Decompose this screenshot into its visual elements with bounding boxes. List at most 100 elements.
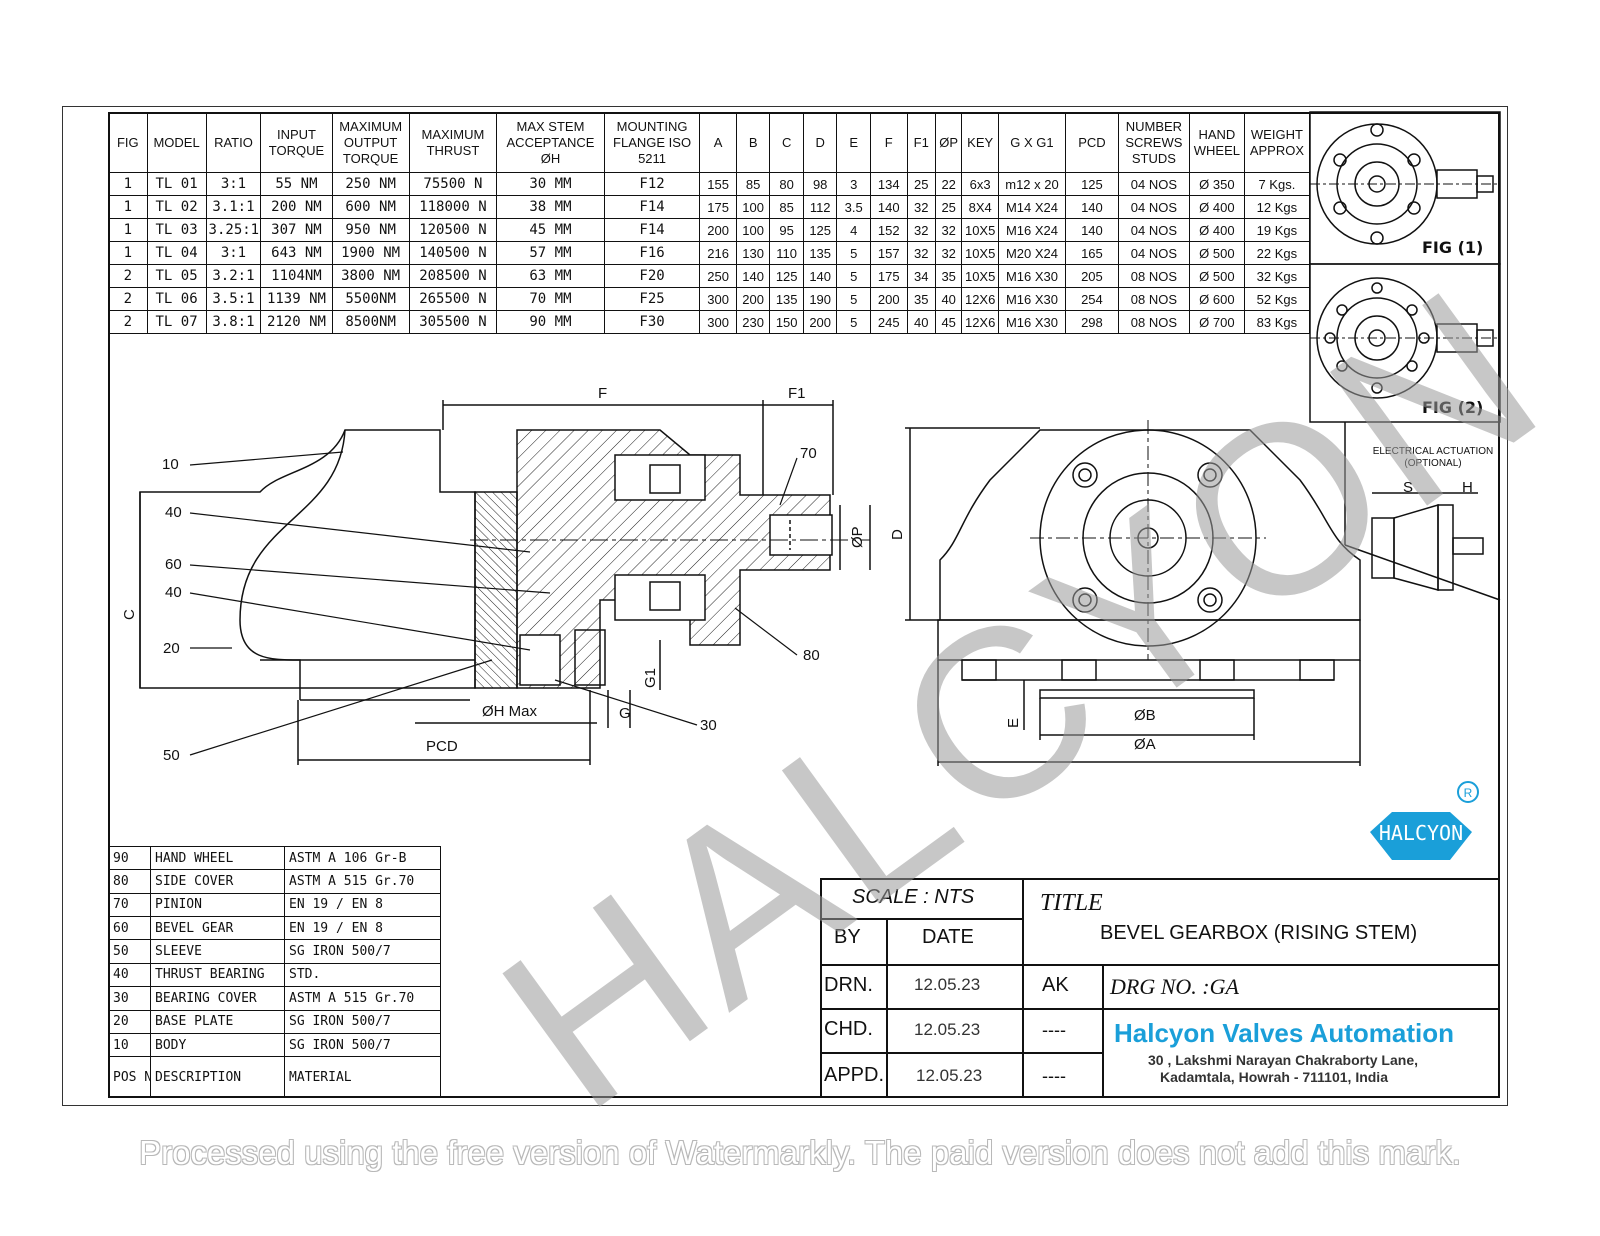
table-cell: 307 NM: [260, 218, 333, 242]
chd-date: 12.05.23: [914, 1020, 981, 1039]
table-cell: 45: [934, 310, 963, 334]
bom-cell: 90: [108, 845, 151, 871]
bom-cell: STD.: [284, 962, 441, 988]
callout-40b: 40: [165, 584, 182, 601]
dim-h-label: H: [1462, 479, 1473, 496]
scale-label: SCALE : NTS: [852, 886, 975, 908]
spec-header-cell: F1: [906, 112, 936, 173]
table-cell: 140: [869, 195, 908, 219]
drn-by: AK: [1042, 974, 1069, 996]
table-cell: 32: [906, 195, 936, 219]
table-cell: 1900 NM: [331, 241, 410, 265]
dim-e-label: E: [1005, 718, 1022, 728]
dim-hmax-label: ØH Max: [482, 703, 538, 720]
dim-f-label: F: [598, 385, 607, 402]
spec-header-cell: NUMBER SCREWS STUDS: [1117, 112, 1190, 173]
bom-cell: PINION: [150, 892, 285, 918]
logo-text: HALCYON: [1379, 821, 1463, 845]
table-cell: 265500 N: [408, 287, 498, 311]
dim-d-label: D: [889, 529, 906, 540]
table-cell: 3.8:1: [205, 310, 262, 334]
bom-cell: MATERIAL: [284, 1056, 441, 1098]
bom-cell: BEVEL GEAR: [150, 916, 285, 941]
spec-header-cell: ØP: [934, 112, 963, 173]
spec-header-cell: MAX STEM ACCEPTANCE ØH: [496, 112, 605, 173]
table-cell: TL 05: [146, 264, 207, 288]
table-cell: 10X5: [961, 218, 999, 242]
table-cell: 157: [869, 241, 908, 265]
callout-10: 10: [162, 456, 179, 473]
spec-header-cell: D: [802, 112, 838, 173]
fig2-drawing: [1310, 277, 1500, 399]
title-block: SCALE : NTS TITLE BEVEL GEARBOX (RISING …: [820, 878, 1500, 1098]
table-cell: 254: [1065, 287, 1119, 311]
spec-header-cell: RATIO: [205, 112, 262, 173]
table-cell: 08 NOS: [1117, 287, 1190, 311]
table-cell: 135: [802, 241, 838, 265]
table-cell: 5: [836, 287, 871, 311]
table-cell: 100: [735, 218, 771, 242]
bom-cell: POS NO: [108, 1056, 151, 1098]
table-cell: 98: [802, 172, 838, 196]
table-cell: 22: [934, 172, 963, 196]
table-cell: 08 NOS: [1117, 264, 1190, 288]
table-cell: 2: [108, 264, 148, 288]
bom-cell: DESCRIPTION: [150, 1056, 285, 1098]
spec-header-cell: WEIGHT APPROX: [1243, 112, 1311, 173]
bom-cell: SG IRON 500/7: [284, 1009, 441, 1034]
table-cell: 85: [735, 172, 771, 196]
bom-cell: ASTM A 515 Gr.70: [284, 986, 441, 1011]
dim-a-label: ØA: [1134, 736, 1156, 753]
table-cell: M16 X30: [997, 287, 1067, 311]
table-cell: 300: [699, 287, 737, 311]
table-cell: 3.5: [836, 195, 871, 219]
electrical-actuation-drawing: [1344, 492, 1501, 601]
address-line-2: Kadamtala, Howrah - 711101, India: [1160, 1069, 1388, 1085]
table-cell: 10X5: [961, 264, 999, 288]
bom-cell: BODY: [150, 1032, 285, 1058]
table-cell: F14: [603, 195, 701, 219]
table-cell: 83 Kgs: [1243, 310, 1311, 334]
table-cell: 40: [906, 310, 936, 334]
footer-watermark: Processed using the free version of Wate…: [139, 1134, 1461, 1171]
bom-cell: 10: [108, 1032, 151, 1058]
dim-g1-label: G1: [642, 668, 659, 688]
table-cell: 3800 NM: [331, 264, 410, 288]
table-cell: M14 X24: [997, 195, 1067, 219]
table-cell: Ø 500: [1188, 264, 1245, 288]
table-cell: 110: [769, 241, 804, 265]
halcyon-logo: HALCYON R: [1370, 781, 1479, 860]
table-cell: 70 MM: [496, 287, 605, 311]
table-cell: 245: [869, 310, 908, 334]
table-cell: 90 MM: [496, 310, 605, 334]
table-cell: 40: [934, 287, 963, 311]
title-label: TITLE: [1040, 890, 1103, 916]
spec-header-cell: PCD: [1065, 112, 1119, 173]
dim-b-label: ØB: [1134, 707, 1156, 724]
by-header: BY: [834, 926, 861, 948]
company-name: Halcyon Valves Automation: [1114, 1018, 1455, 1048]
table-cell: 55 NM: [260, 172, 333, 196]
drawing-sheet: [62, 106, 1508, 1106]
table-cell: M20 X24: [997, 241, 1067, 265]
optional-label: (OPTIONAL): [1404, 458, 1461, 469]
front-view: [905, 420, 1361, 766]
table-cell: 57 MM: [496, 241, 605, 265]
table-cell: 100: [735, 195, 771, 219]
table-cell: 135: [769, 287, 804, 311]
table-cell: F16: [603, 241, 701, 265]
table-cell: F12: [603, 172, 701, 196]
table-cell: 19 Kgs: [1243, 218, 1311, 242]
address-line-1: 30 , Lakshmi Narayan Chakraborty Lane,: [1148, 1052, 1418, 1068]
logo-registered-mark: R: [1464, 786, 1473, 800]
